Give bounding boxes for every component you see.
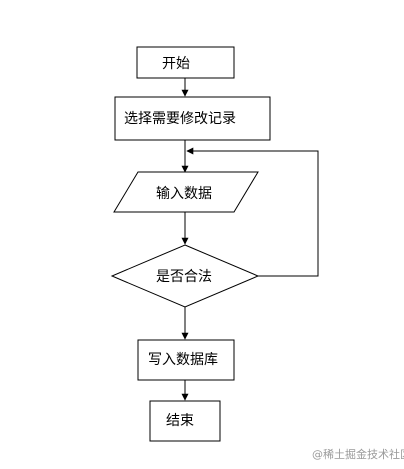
write-db-label: 写入数据库: [148, 352, 218, 368]
start-node: [136, 46, 235, 79]
select-record-label: 选择需要修改记录: [124, 111, 236, 127]
end-node: [149, 400, 221, 442]
watermark: @稀土掘金技术社区: [312, 447, 404, 461]
end-label: 结束: [166, 413, 194, 429]
input-data-label: 输入数据: [156, 186, 212, 202]
start-label: 开始: [162, 56, 190, 72]
input-data-node: [113, 171, 259, 213]
decision-label: 是否合法: [156, 269, 212, 285]
select-record-node: [114, 96, 271, 141]
loop-back-arrow: [186, 147, 319, 277]
write-db-node: [137, 339, 235, 381]
